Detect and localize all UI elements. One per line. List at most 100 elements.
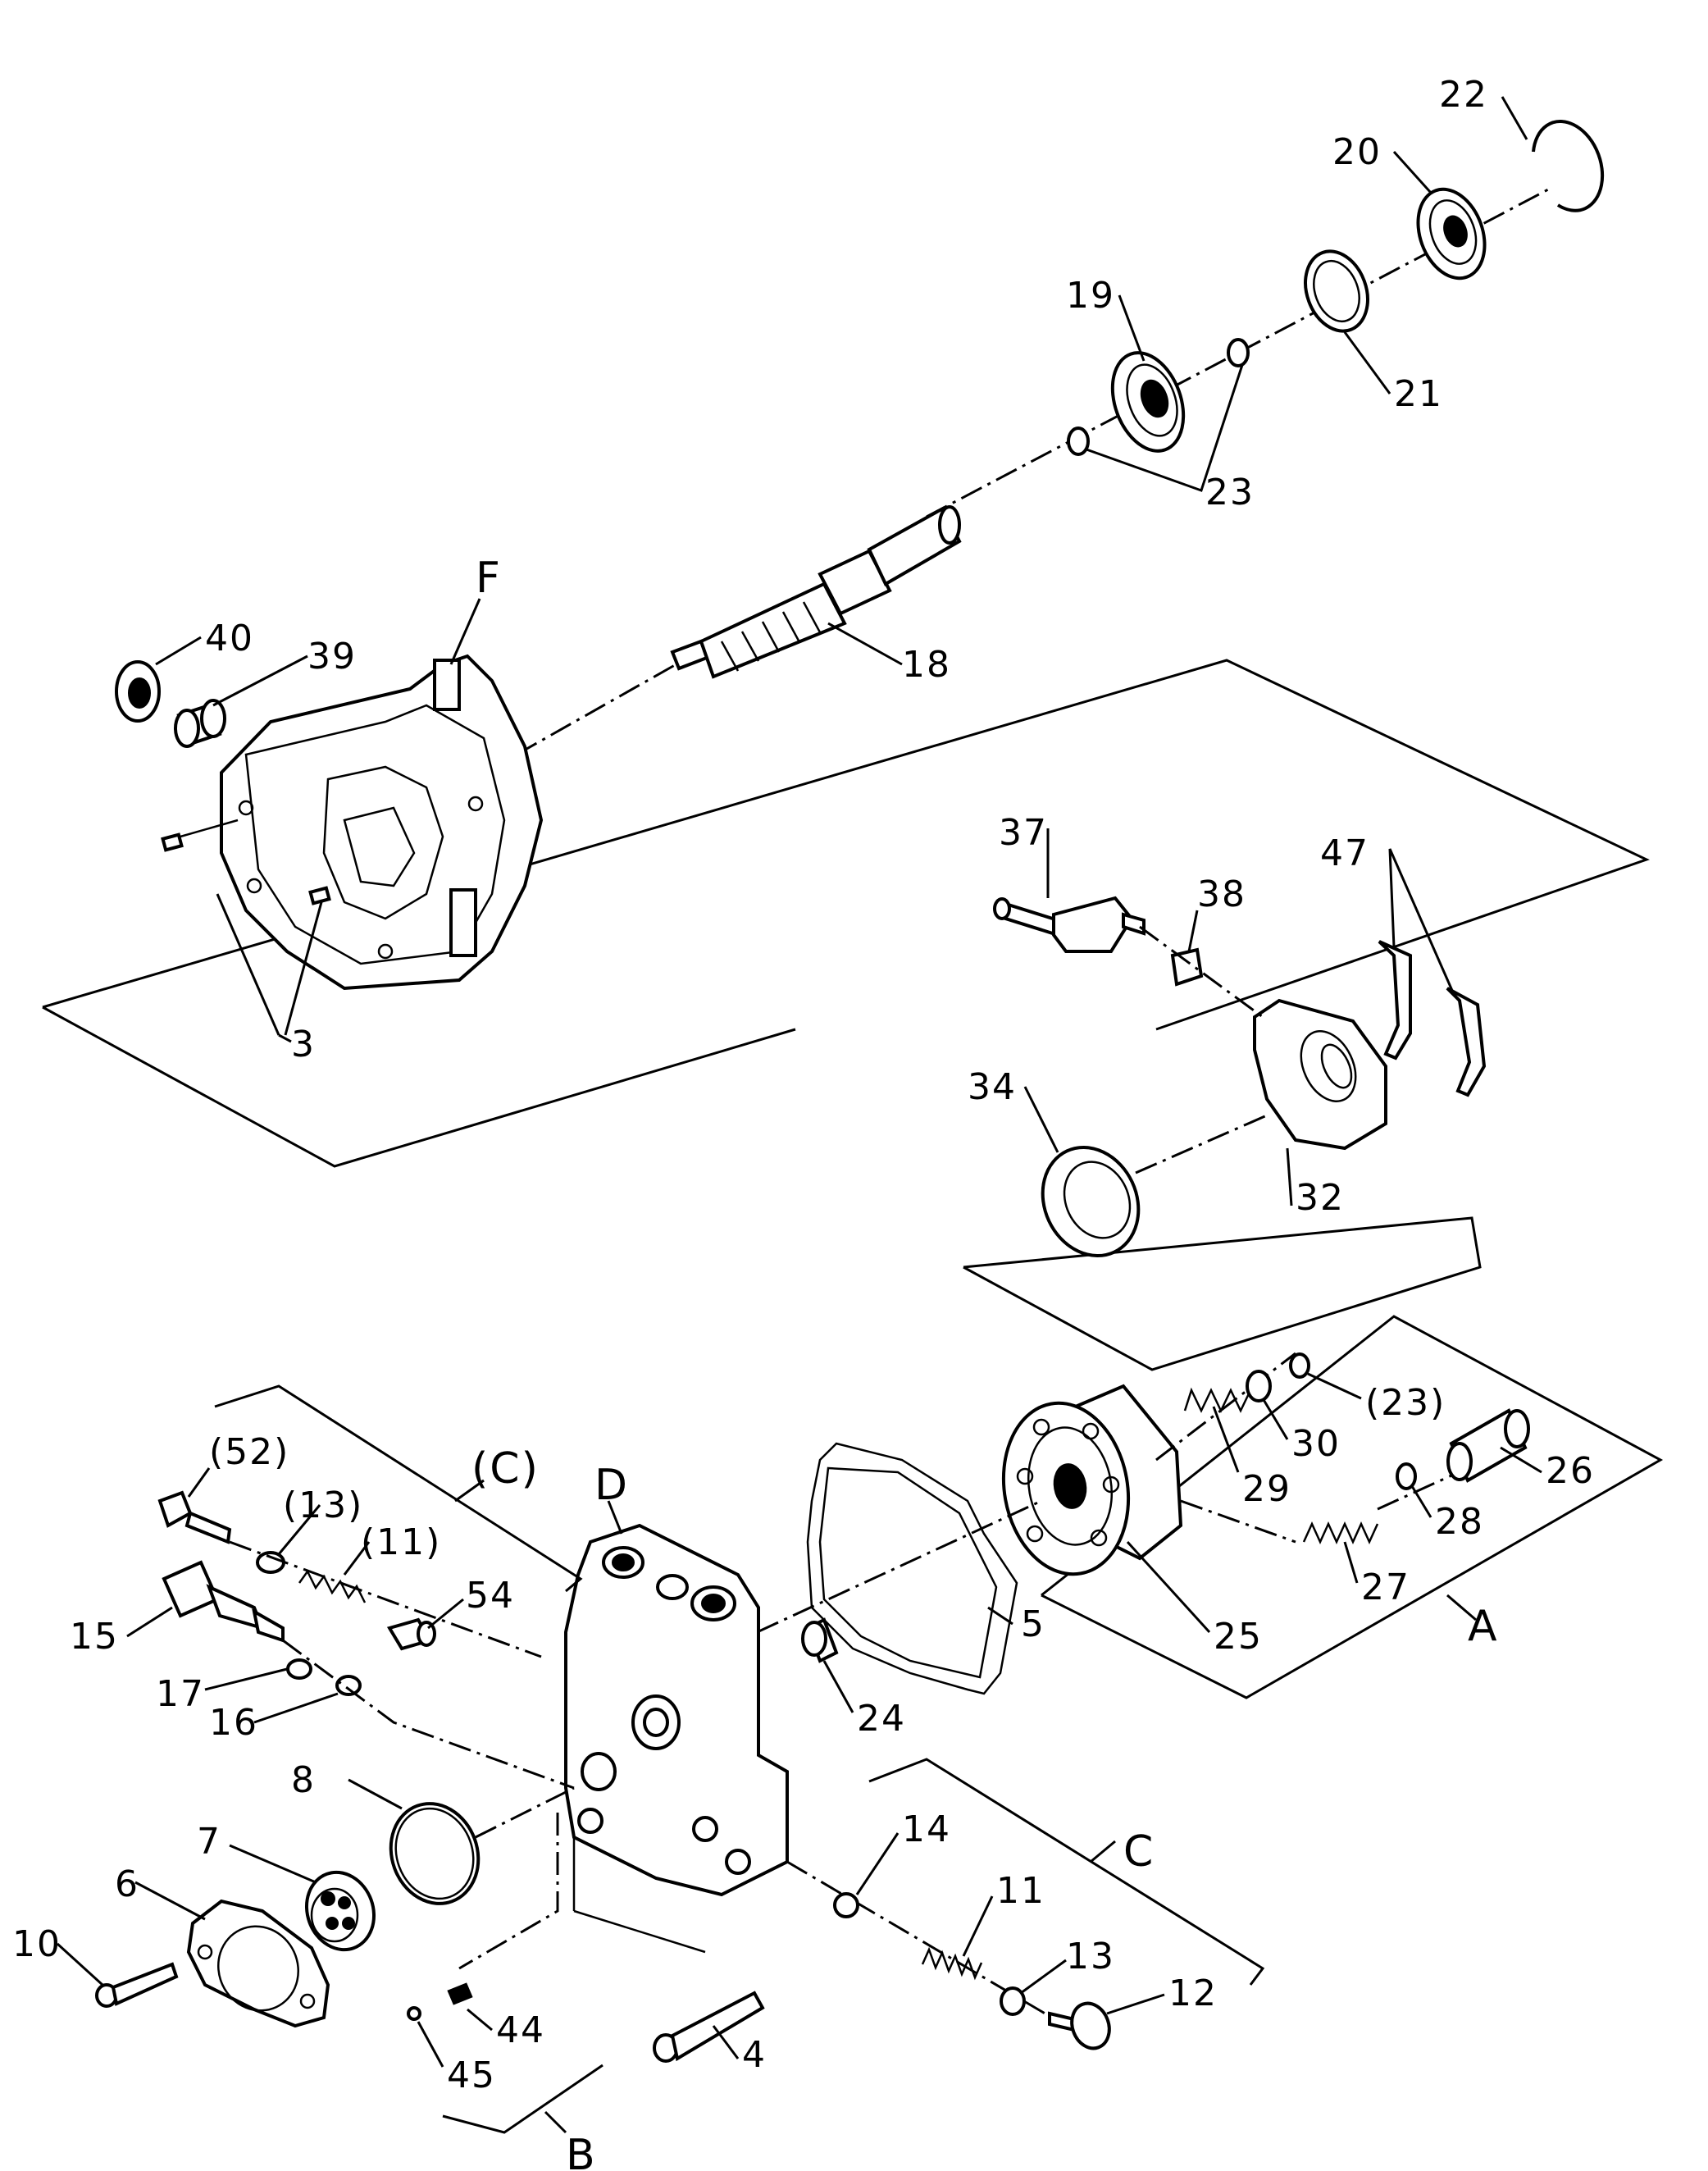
o-ring-part [335,1675,362,1696]
group-a-frame [1041,1315,1664,1699]
part-label-16: 16 [209,1702,258,1744]
part-label-7: 7 [197,1821,221,1863]
leader-25 [1126,1540,1211,1634]
part-label-11-paren: (11) [361,1521,441,1563]
leader-47 [1388,848,1455,993]
leader-6 [134,1881,206,1921]
part-label-23-paren: (23) [1365,1382,1446,1424]
part-label-52: (52) [209,1431,289,1473]
part-label-25: 25 [1214,1616,1263,1658]
part-label-38: 38 [1197,873,1246,915]
leader-c-paren [454,1479,485,1503]
leader-13-paren [277,1504,321,1555]
part-label-14: 14 [902,1808,951,1850]
leader-11-paren [343,1541,371,1576]
pin-part [801,1617,839,1663]
part-label-39: 39 [307,636,357,677]
spring-part [298,1569,367,1603]
leader-22 [1501,96,1528,140]
axis-line-8 [475,1786,575,1839]
leader-10 [56,1942,104,1986]
o-ring-part [1000,1986,1026,2016]
leader-12 [1106,1993,1165,2015]
o-ring-part [1289,1352,1310,1379]
axis-line-valve [282,1639,575,1790]
part-label-26: 26 [1546,1450,1595,1492]
part-label-8: 8 [291,1759,316,1801]
group-f-frame [42,659,1650,1168]
group-label-f: F [476,554,502,603]
oil-seal-part [115,660,161,723]
axis-line-swash [1135,1114,1268,1174]
group-label-c: C [1123,1827,1155,1877]
group-label-b: B [566,2131,597,2171]
leader-18 [827,622,903,666]
spring-part [1183,1387,1252,1413]
swash-plate-part [1253,998,1387,1151]
poppet-part [386,1617,436,1651]
leader-14 [855,1832,900,1895]
thrust-bearing-part [1041,1145,1141,1258]
part-label-40: 40 [205,618,254,659]
part-label-44: 44 [496,2009,545,2051]
leader-44 [467,2008,493,2032]
part-label-10: 10 [12,1923,61,1965]
center-section-part [564,1523,789,1954]
leader-34 [1023,1086,1059,1153]
part-label-23: 23 [1205,472,1255,513]
leader-3b [284,901,323,1036]
axis-line-gasket [721,1499,1042,1650]
leader-a [1446,1594,1477,1621]
part-label-13-paren: (13) [283,1485,363,1526]
part-label-20: 20 [1332,131,1382,173]
leader-b [544,2110,567,2134]
leader-23b [1307,1372,1362,1400]
group-label-a: A [1468,1602,1499,1651]
leader-27 [1343,1541,1359,1584]
part-label-45: 45 [447,2055,496,2096]
shim-plate-part [1446,987,1487,1097]
leader-3a [216,893,280,1036]
part-label-22: 22 [1439,74,1488,116]
spring-part [921,1946,983,1981]
axis-line-c-paren [229,1540,542,1658]
cap-screw-part [95,1962,179,2008]
leader-15 [126,1606,173,1638]
gerotor-part [304,1870,376,1952]
leader-52 [187,1467,211,1498]
cylinder-block-part [1001,1384,1183,1576]
part-label-12: 12 [1168,1973,1218,2014]
part-label-11: 11 [996,1870,1045,1912]
leader-4 [712,2025,740,2059]
part-label-34: 34 [968,1066,1017,1108]
bolt-part [653,1991,765,2063]
drive-shaft-part [670,505,962,679]
o-ring-part [286,1658,312,1680]
leader-16 [253,1692,339,1724]
part-label-32: 32 [1296,1177,1345,1219]
leader-40 [155,636,202,666]
washer-part [1246,1370,1272,1402]
part-label-54: 54 [466,1575,515,1617]
part-label-21: 21 [1394,373,1443,415]
o-ring-part [1396,1462,1417,1490]
check-ball-part [833,1892,859,1918]
part-label-4: 4 [742,2034,767,2076]
part-label-37: 37 [999,812,1048,854]
bushing-part [174,699,226,748]
sleeve-part [1446,1408,1530,1483]
leader-13 [1020,1959,1067,1995]
spacer-ring-part [1304,249,1369,333]
leader-3c [278,1033,292,1043]
part-label-5: 5 [1021,1603,1045,1645]
relief-valve-part [162,1560,285,1643]
swash-base-frame [963,1216,1482,1371]
part-label-17: 17 [156,1673,205,1715]
leader-39 [212,654,308,707]
part-label-13: 13 [1066,1936,1115,1977]
ball-bearing-part [1110,351,1186,453]
part-label-30: 30 [1291,1423,1341,1465]
charge-pump-cover-part [186,1899,330,2028]
leader-26 [1500,1446,1542,1474]
